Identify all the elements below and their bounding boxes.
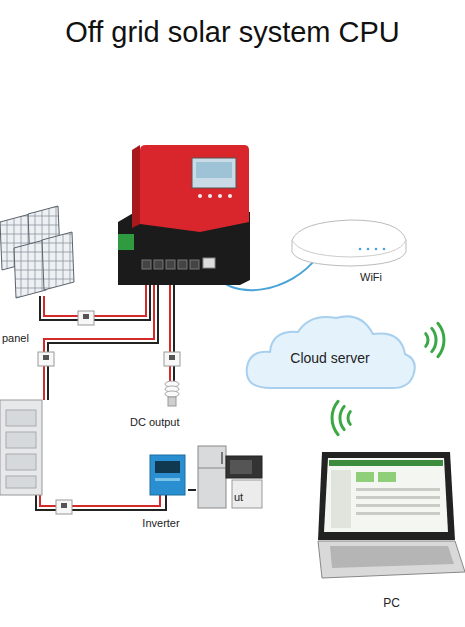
- laptop-pc: [318, 452, 465, 578]
- wifi-router: WiFi: [288, 218, 412, 288]
- dc-bulb: [165, 381, 179, 406]
- node-label: PC: [318, 596, 465, 610]
- ac-load: ut: [196, 450, 270, 530]
- inverter-unit: [150, 455, 185, 495]
- solar-panel: panel: [0, 205, 80, 350]
- battery-cabinet: [0, 400, 42, 495]
- inverter: Inverter: [134, 450, 188, 530]
- node-label: Inverter: [134, 516, 188, 530]
- ac-appliances: [198, 446, 262, 508]
- node-label: panel: [2, 331, 80, 345]
- node-label: Cloud server: [240, 351, 420, 365]
- charge-controller: [118, 145, 250, 285]
- solar-panel-array: [0, 206, 74, 298]
- power-cable: [188, 489, 196, 491]
- wifi-router-symbol: [292, 220, 406, 266]
- node-label: WiFi: [360, 270, 412, 284]
- cloud-server: Cloud server: [240, 308, 420, 396]
- node-label: DC output: [130, 415, 235, 429]
- node-label: ut: [234, 490, 270, 504]
- diagram-title: Off grid solar system CPU: [0, 16, 465, 49]
- dc-load: DC output: [125, 378, 235, 430]
- pc-laptop: PC: [318, 450, 465, 615]
